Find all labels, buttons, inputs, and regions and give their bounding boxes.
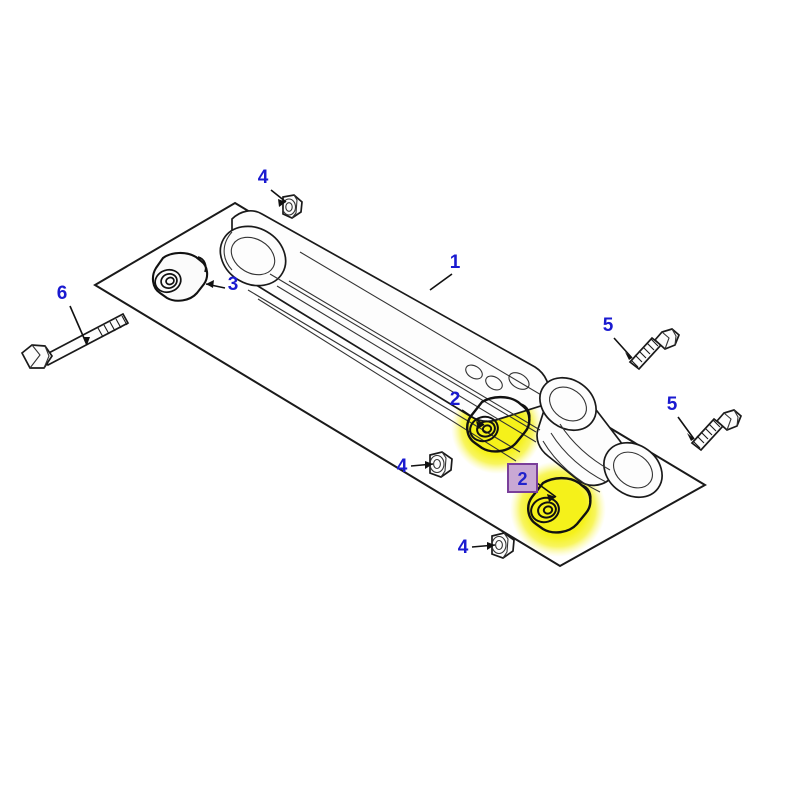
bolt-upper-right <box>628 328 681 371</box>
bolt-threads-lower-right <box>692 419 721 449</box>
callout-1[interactable]: 1 <box>450 252 461 273</box>
callout-3[interactable]: 3 <box>228 274 239 295</box>
control-arm-holes <box>465 364 530 391</box>
nut-bottom <box>491 532 515 559</box>
callout-5-upper[interactable]: 5 <box>603 315 614 336</box>
bolt-lower-right <box>690 409 743 452</box>
callout-2-lower: 2 <box>517 469 527 489</box>
callout-4-bottom[interactable]: 4 <box>458 537 469 558</box>
callout-6[interactable]: 6 <box>57 283 68 304</box>
bushing-highlighted-lower <box>527 476 592 534</box>
nut-top <box>281 194 303 219</box>
control-arm-ribs <box>247 251 549 462</box>
callout-2-upper[interactable]: 2 <box>450 389 461 410</box>
callout-labels: 1 2 2 3 4 4 4 5 5 6 <box>57 167 678 558</box>
bushing-highlighted-upper <box>466 395 531 453</box>
bushing-small <box>151 251 209 302</box>
control-arm-lower-eye-1 <box>539 376 597 432</box>
control-arm-neck <box>542 423 611 493</box>
callout-5-lower[interactable]: 5 <box>667 394 678 415</box>
leader-lines <box>69 189 695 550</box>
long-bolt-threads <box>97 315 128 338</box>
long-bolt-left <box>20 312 130 369</box>
callout-4-middle[interactable]: 4 <box>397 456 408 477</box>
callout-badge-box <box>507 463 538 493</box>
control-arm-upper-eye <box>219 225 287 287</box>
control-arm-lower-eye-2 <box>603 441 663 499</box>
bolt-threads-upper-right <box>630 338 659 368</box>
nut-middle <box>429 451 453 478</box>
callout-2-selected-badge[interactable]: 2 <box>507 463 538 493</box>
callout-4-top[interactable]: 4 <box>258 167 269 188</box>
